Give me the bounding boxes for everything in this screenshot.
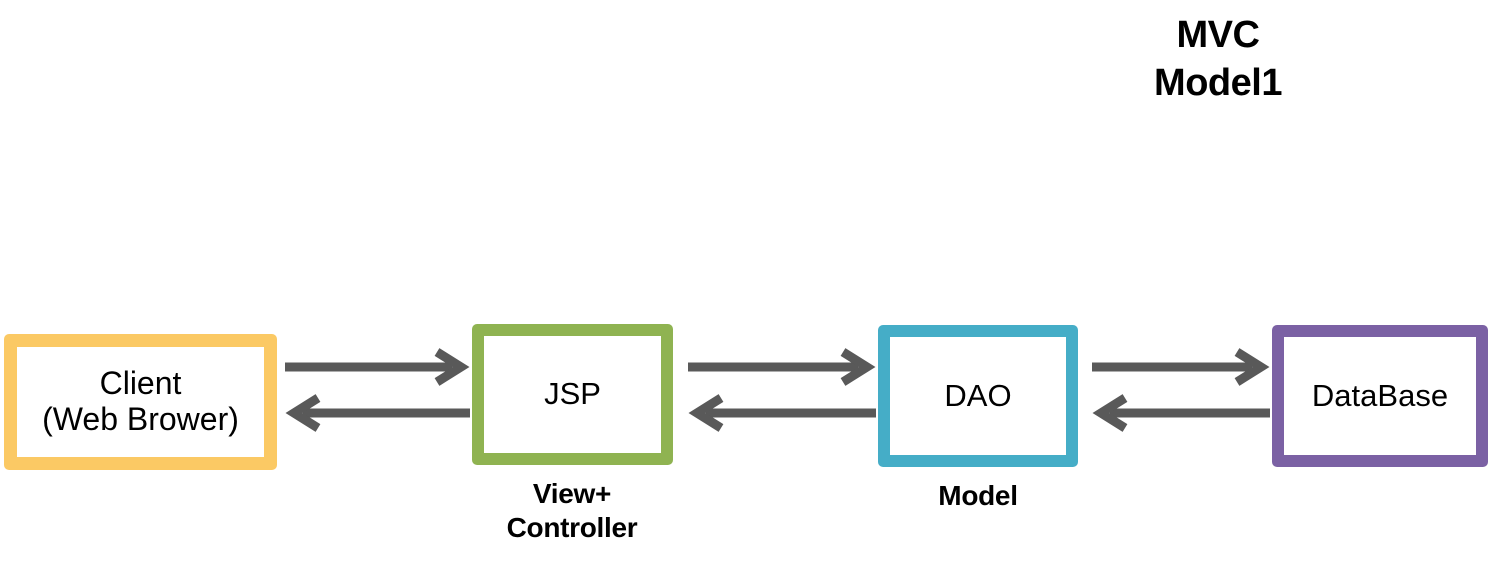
node-client-label: Client (Web Brower) <box>42 365 239 437</box>
node-database-label: DataBase <box>1311 377 1449 413</box>
node-dao[interactable]: DAO <box>878 325 1078 467</box>
node-database[interactable]: DataBase <box>1272 325 1488 467</box>
arrow-jsp-to-client <box>285 394 470 432</box>
node-client[interactable]: Client (Web Brower) <box>4 334 277 470</box>
connector-dao-database <box>1092 348 1270 432</box>
arrow-client-to-jsp <box>285 348 470 386</box>
node-jsp-caption: View+ Controller <box>506 478 638 544</box>
node-dao-label: DAO <box>944 377 1012 413</box>
arrow-database-to-dao <box>1092 394 1270 432</box>
arrow-dao-to-jsp <box>688 394 876 432</box>
arrow-jsp-to-dao <box>688 348 876 386</box>
arrow-dao-to-database <box>1092 348 1270 386</box>
diagram-title: MVC Model1 <box>1154 14 1282 104</box>
node-jsp[interactable]: JSP <box>472 324 673 465</box>
connector-jsp-dao <box>688 348 876 432</box>
node-dao-caption: Model <box>938 480 1018 511</box>
connector-client-jsp <box>285 348 470 432</box>
node-jsp-label: JSP <box>544 376 601 412</box>
